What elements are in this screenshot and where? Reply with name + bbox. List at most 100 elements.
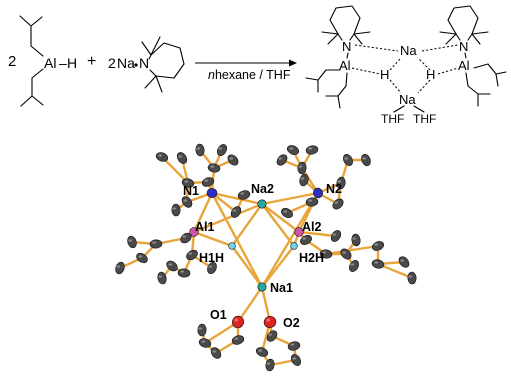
bond-na-thf-left (393, 105, 405, 113)
label-na2: Na2 (251, 182, 274, 196)
label-na1: Na1 (270, 281, 293, 295)
left-isobutyl-a (305, 69, 341, 81)
bond-H2H-Na2 (260, 202, 296, 248)
atom-highlight-c5 (204, 179, 209, 182)
atom-c34 (300, 235, 312, 245)
atom-c51 (290, 354, 302, 366)
methyl-4-wedge (155, 75, 163, 93)
atom-n-right: N (459, 39, 468, 54)
coord-h-na-bottom-right (417, 79, 431, 94)
atom-c1 (207, 163, 221, 173)
label-h2h: H2H (299, 251, 324, 265)
right-tmp-ring (447, 5, 479, 35)
coefficient-right: 2 (108, 55, 116, 71)
bond-H1H-Na1 (230, 244, 264, 289)
atom-h-reactant: H (67, 55, 77, 71)
atom-al-right: Al (458, 58, 470, 73)
atom-na-reactant: Na (117, 55, 135, 71)
coord-h-na-top-left (389, 57, 402, 71)
atom-c20 (305, 197, 319, 207)
bond-Al2-c43 (297, 230, 338, 238)
atom-c26 (136, 252, 148, 264)
right-isobutyl-a-branch (495, 73, 499, 87)
plus-sign: + (87, 53, 96, 70)
atom-highlight-c47 (198, 327, 203, 330)
coord-al-h-left (351, 67, 381, 75)
atom-highlight-c14 (278, 157, 283, 160)
atom-highlight-c23 (300, 177, 305, 180)
atom-highlight-c30 (180, 270, 185, 273)
bond-n-al-left (346, 52, 349, 59)
reactant-diisobutylaluminium-hydride: 2 Al – H (8, 15, 77, 107)
atom-highlight-c37 (352, 237, 357, 240)
right-ring-to-n-a (455, 33, 461, 41)
thf-left: THF (381, 112, 404, 126)
bond-Na1-O2 (260, 285, 272, 324)
atom-c50 (255, 347, 269, 357)
bond-Al1-Na2 (192, 202, 264, 234)
atom-n-reactant: N (139, 55, 149, 71)
atom-c8 (171, 203, 181, 217)
atom-c3 (195, 143, 205, 157)
atom-highlight-c3 (196, 147, 201, 150)
left-methyl-d (353, 33, 363, 45)
bond-N1-Na1 (210, 191, 264, 289)
atom-c35 (319, 249, 333, 259)
atom-h2h (290, 242, 298, 250)
right-isobutyl-b (465, 72, 491, 95)
coord-h-na-bottom-left (389, 79, 402, 94)
atom-c46 (210, 347, 222, 359)
atom-highlight-c8 (172, 207, 177, 210)
atom-n1 (206, 188, 218, 198)
isobutyl-bottom-branch (20, 95, 44, 107)
atom-highlight-c32 (158, 275, 163, 278)
left-tmp-ring (329, 5, 361, 35)
atom-highlight-c1 (210, 165, 215, 168)
atom-highlight-c12 (178, 155, 183, 158)
reaction-conditions: nhexane / THF (208, 68, 291, 82)
atom-highlight-c25 (152, 241, 157, 244)
atom-c18 (336, 176, 346, 190)
crystal-structure: N1 Na2 N2 Al1 Al2 H1H H2H Na1 O1 O2 (115, 143, 417, 372)
atom-highlight-c20 (308, 199, 313, 202)
atom-highlight-c29 (188, 252, 193, 255)
atom-n-left: N (342, 39, 351, 54)
right-methyl-c (471, 31, 489, 35)
atom-na1 (257, 282, 267, 292)
atom-highlight-c15 (308, 147, 313, 150)
bond-Al2-Na2 (260, 202, 301, 234)
atom-c13 (297, 161, 307, 175)
coord-n-na-right (421, 44, 459, 52)
atom-c12 (176, 152, 188, 164)
methyl-2-wedge (150, 36, 161, 56)
bond-N1-Na2 (210, 191, 264, 206)
atom-c19 (332, 198, 344, 210)
atom-highlight-c41 (400, 259, 405, 262)
label-al2: Al2 (302, 220, 322, 234)
atom-c32 (157, 271, 167, 285)
atom-c17 (343, 154, 353, 166)
atom-highlight-c22 (362, 157, 367, 160)
coord-h-na-top-right (417, 57, 431, 71)
right-isobutyl-a (473, 63, 507, 75)
atom-c27 (127, 235, 137, 249)
atom-highlight-o1 (234, 318, 239, 322)
atom-c38 (349, 260, 359, 272)
label-o1: O1 (210, 308, 227, 322)
coord-n-na-left (354, 44, 399, 52)
left-ring-to-n-a (337, 33, 343, 41)
atom-c24 (180, 232, 192, 244)
right-methyl-b (445, 33, 457, 45)
atom-highlight-c9 (232, 209, 237, 212)
atom-highlight-c27 (128, 239, 133, 242)
left-methyl-b (327, 33, 339, 45)
methyl-3 (144, 75, 157, 89)
atom-al-left: Al (339, 58, 351, 73)
bond-Na2-N2 (260, 191, 320, 206)
atom-highlight-c51 (292, 357, 297, 360)
na-n-bond-dot (134, 63, 138, 67)
atom-highlight-c31 (168, 263, 173, 266)
atom-highlight-c18 (337, 180, 342, 183)
atom-al2 (294, 227, 304, 237)
atom-c29 (186, 249, 198, 261)
